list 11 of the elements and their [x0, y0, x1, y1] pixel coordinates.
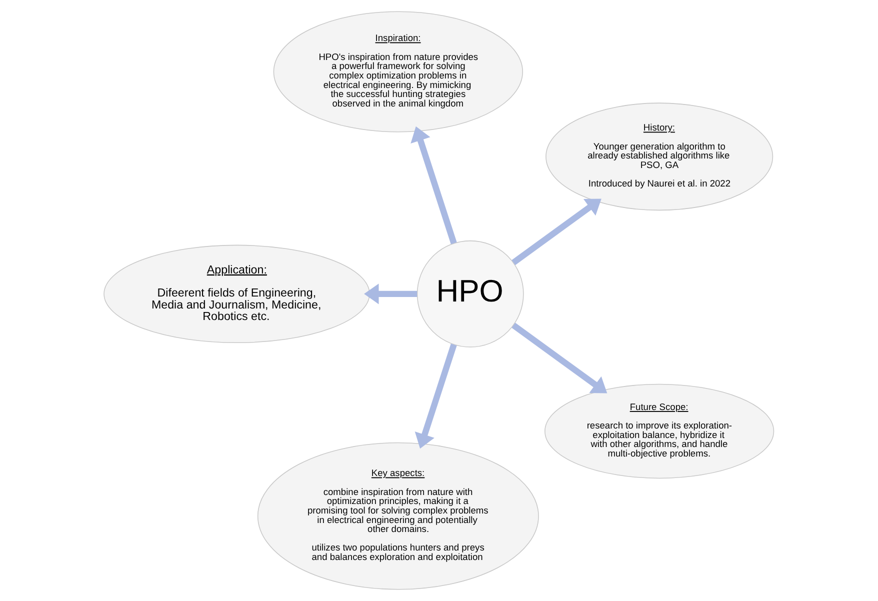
node-ellipse: History: Younger generation algorithm to already established algorithms like PSO, GA Introduced by Naurei et al. in 2022 — [546, 102, 774, 211]
arrow — [410, 126, 457, 244]
node-ellipse: Key aspects: combine inspiration from nature with optimization principles, making it a promising tool for solving complex problems in electrical engineering and potentially other domains. utilizes two populations hunters and preys and balances exploration and exploitation — [257, 442, 539, 590]
node-ellipse: Future Scope: research to improve its exploration-exploitation balance, hybridize it with other algorithms, and handle multi-objective problems. — [544, 384, 774, 479]
node-ellipse: Inspiration: HPO's inspiration from nature provides a powerful framework for solving complex optimization problems in electrical engineering. By mimicking the successful hunting strategies observed in the animal kingdom — [273, 11, 524, 132]
node-circle: HPO — [416, 240, 524, 348]
arrow — [512, 198, 602, 266]
node-ellipse: Application: Difeerent fields of Engineering, Media and Journalism, Medicine, Robotics etc. — [104, 244, 370, 344]
arrow — [364, 284, 418, 304]
arrow — [414, 344, 457, 449]
arrow — [512, 322, 608, 394]
